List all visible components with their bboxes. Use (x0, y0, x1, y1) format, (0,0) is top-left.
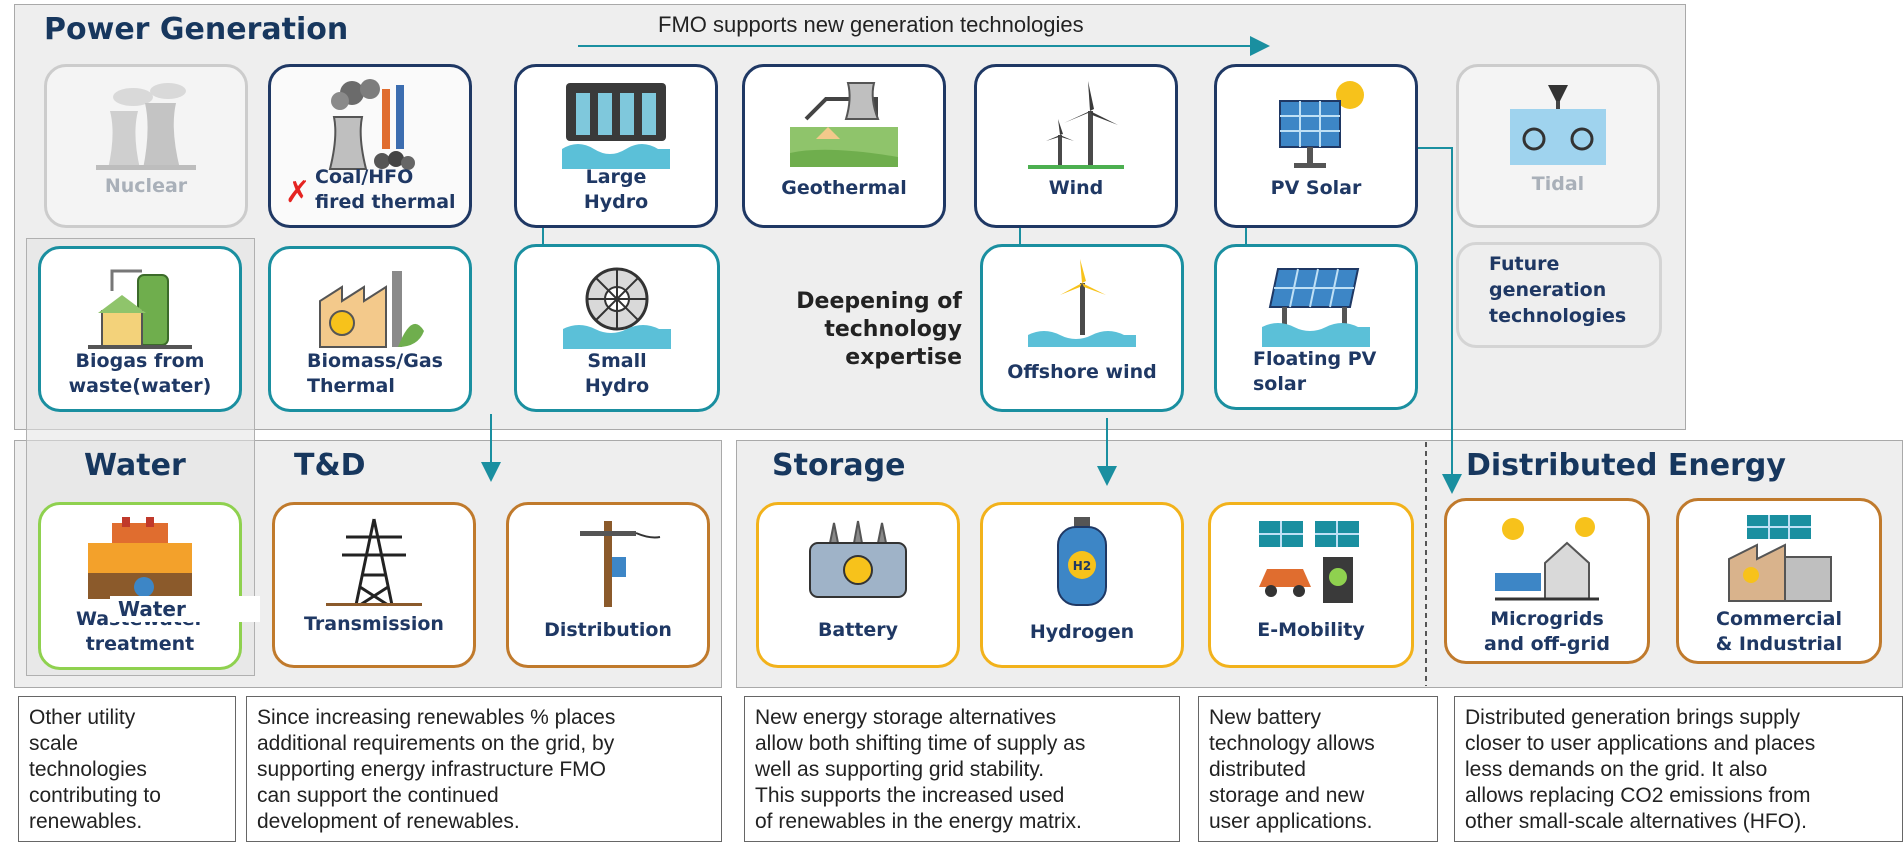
cross-mark-icon: ✗ (285, 175, 311, 210)
commercial-building-icon (1728, 515, 1832, 602)
transmission-tower-icon (326, 518, 422, 607)
utility-pole-icon (580, 521, 661, 607)
card-commercial[interactable]: Commercial& Industrial (1676, 498, 1882, 664)
water-heading: Water (84, 448, 186, 483)
card-pv-solar[interactable]: PV Solar (1214, 64, 1418, 228)
nuclear-icon (96, 83, 196, 170)
label-emobility: E-Mobility (1257, 619, 1365, 641)
label-commercial: Commercial& Industrial (1715, 608, 1843, 655)
ev-charging-icon (1259, 521, 1359, 603)
wind-turbine-icon (1028, 81, 1124, 169)
card-hydrogen[interactable]: H2 Hydrogen (980, 502, 1184, 668)
storage-heading: Storage (772, 448, 906, 483)
water-wheel-icon (563, 267, 671, 349)
water-overlay-label: Water (110, 596, 260, 622)
label-tidal: Tidal (1531, 173, 1585, 195)
hydrogen-tank-icon: H2 (1057, 517, 1107, 606)
card-offshore-wind[interactable]: Offshore wind (980, 244, 1184, 412)
card-geothermal[interactable]: Geothermal (742, 64, 946, 228)
label-offshore-wind: Offshore wind (1007, 361, 1157, 383)
card-transmission[interactable]: Transmission (272, 502, 476, 668)
td-heading: T&D (294, 448, 366, 483)
card-emobility[interactable]: E-Mobility (1208, 502, 1414, 668)
solar-panel-icon (1279, 81, 1364, 168)
battery-icon (809, 520, 907, 598)
biomass-factory-icon (319, 271, 424, 348)
coal-plant-icon (328, 79, 415, 170)
card-nuclear[interactable]: Nuclear (44, 64, 248, 228)
microgrid-icon (1495, 517, 1599, 601)
wastewater-plant-icon (88, 517, 192, 599)
label-battery: Battery (817, 619, 899, 641)
label-pv-solar: PV Solar (1270, 177, 1362, 199)
label-distribution: Distribution (544, 619, 672, 641)
card-battery[interactable]: Battery (756, 502, 960, 668)
card-tidal[interactable]: Tidal (1456, 64, 1660, 228)
arrow-to-distributed (1418, 147, 1462, 494)
biogas-plant-icon (88, 269, 192, 349)
card-distribution[interactable]: Distribution (506, 502, 710, 668)
geothermal-icon (790, 82, 898, 167)
power-generation-title: Power Generation (44, 12, 349, 47)
svg-text:H2: H2 (1073, 559, 1091, 573)
top-note: FMO supports new generation technologies (658, 12, 1084, 37)
label-nuclear: Nuclear (104, 175, 188, 197)
card-wind[interactable]: Wind (974, 64, 1178, 228)
offshore-wind-icon (1028, 259, 1136, 347)
label-geothermal: Geothermal (781, 177, 907, 199)
card-wastewater[interactable]: Wastewatertreatment (38, 502, 242, 670)
dam-icon (562, 83, 670, 169)
distributed-energy-heading: Distributed Energy (1466, 448, 1786, 483)
label-wind: Wind (1048, 177, 1104, 199)
floating-solar-icon (1262, 268, 1370, 347)
tidal-icon (1510, 85, 1606, 165)
label-transmission: Transmission (304, 613, 444, 635)
label-hydrogen: Hydrogen (1029, 621, 1135, 643)
